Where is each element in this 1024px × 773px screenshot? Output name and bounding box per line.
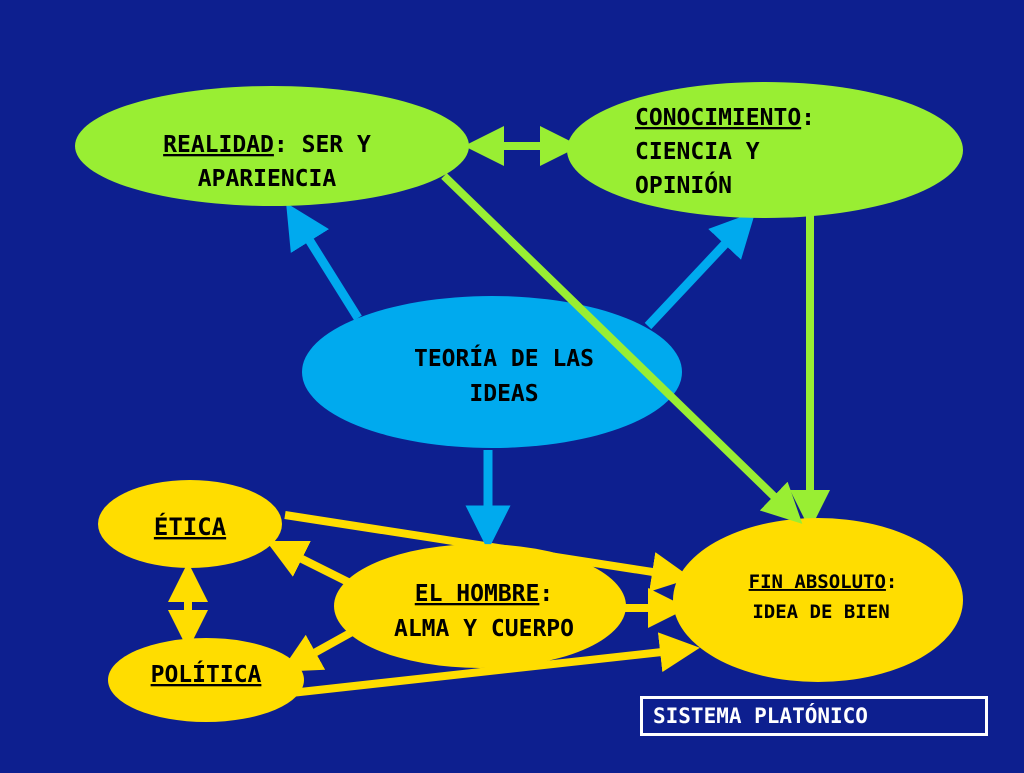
conocimiento-line2: CIENCIA Y [635,139,760,165]
arrow-teoria-to-realidad [286,202,362,321]
node-fin-absoluto: FIN ABSOLUTO: IDEA DE BIEN [673,518,963,682]
conocimiento-term: CONOCIMIENTO [635,105,801,131]
node-teoria: TEORÍA DE LAS IDEAS [302,296,682,448]
caption-box: SISTEMA PLATÓNICO [640,696,988,736]
node-conocimiento: CONOCIMIENTO: CIENCIA Y OPINIÓN [567,82,963,218]
fin-term: FIN ABSOLUTO [749,571,886,593]
conocimiento-separator: : [801,105,815,131]
fin-line2: IDEA DE BIEN [752,601,889,623]
hombre-term: EL HOMBRE [415,581,540,607]
fin-separator: : [886,571,897,593]
arrow-realidad-to-fin [441,173,803,524]
arrow-teoria-to-conocimiento [644,211,756,330]
node-politica: POLÍTICA [108,638,304,722]
etica-label: ÉTICA [154,512,227,541]
realidad-term: REALIDAD [163,132,274,158]
politica-label: POLÍTICA [151,660,262,688]
node-etica: ÉTICA [98,480,282,568]
svg-text:CONOCIMIENTO:: CONOCIMIENTO: [635,105,815,131]
arrow-politica-to-fin [281,632,700,698]
arrow-hombre-to-etica [266,541,350,586]
realidad-rest: SER Y [302,132,371,158]
caption-title: SISTEMA PLATÓNICO [653,704,868,728]
teoria-line1: TEORÍA DE LAS [414,344,594,372]
teoria-line2: IDEAS [469,381,538,407]
hombre-separator: : [539,581,553,607]
svg-text:REALIDAD: SER Y: REALIDAD: SER Y [163,132,371,158]
realidad-line2: APARIENCIA [198,166,337,192]
node-hombre: EL HOMBRE: ALMA Y CUERPO [334,544,626,668]
node-realidad: REALIDAD: SER Y APARIENCIA [75,86,469,206]
realidad-separator: : [274,132,302,158]
svg-text:EL HOMBRE:: EL HOMBRE: [415,581,553,607]
conocimiento-line3: OPINIÓN [635,171,732,199]
hombre-line2: ALMA Y CUERPO [394,616,574,642]
svg-text:FIN ABSOLUTO:: FIN ABSOLUTO: [749,571,898,593]
arrow-hombre-to-politica [280,628,354,672]
